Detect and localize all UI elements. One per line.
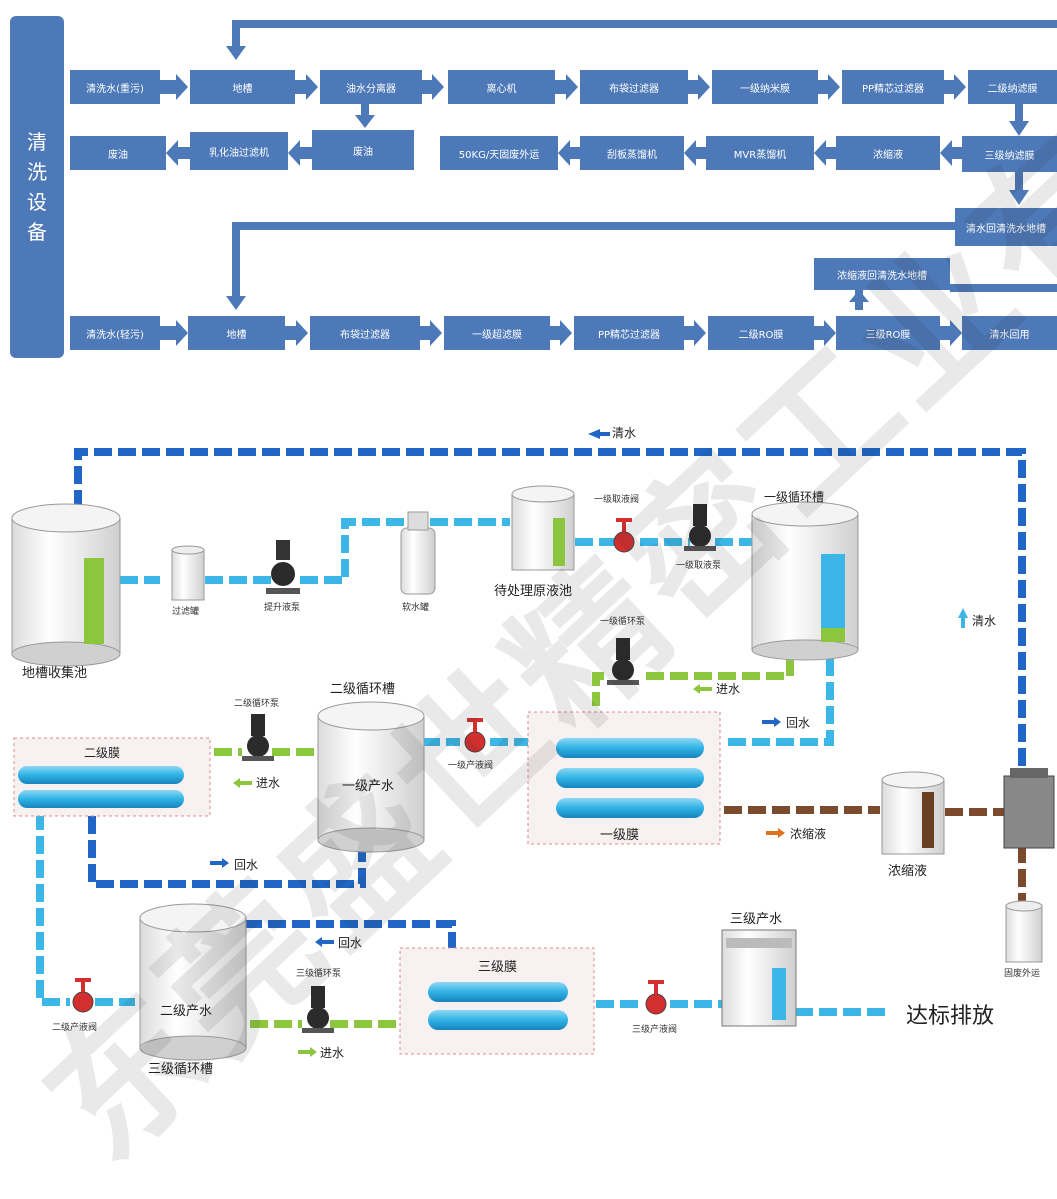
flow-box-bag-filter-1: 布袋过滤器: [580, 70, 688, 104]
tank3-inner-label: 二级产水: [160, 1004, 213, 1019]
tank2-inner-label: 一级产水: [342, 779, 395, 794]
flow-box-nf-membrane-2: 二级纳滤膜: [968, 70, 1057, 104]
membrane3-label: 三级膜: [478, 960, 518, 975]
flow-box-waste-oil-2: 废油: [312, 130, 414, 170]
clear-water-top-label: 清水: [612, 426, 637, 440]
lift-pump: [266, 540, 300, 594]
product-tank3-label: 三级产水: [730, 912, 783, 927]
flow-box-heavy-wash-water: 清洗水(重污): [70, 70, 160, 104]
clear-water-right-label: 清水: [972, 614, 997, 628]
blue-pipes: [36, 448, 1026, 1016]
concentrate-arrow-label: 浓缩液: [790, 827, 827, 841]
valve1-label: 一级取液阀: [594, 495, 640, 505]
flow-box-scraper-distiller: 刮板蒸馏机: [580, 136, 684, 170]
membrane-3-unit: [399, 947, 595, 1055]
solid-waste-label: 固废外运: [1004, 969, 1041, 979]
soft-tank-label: 软水罐: [402, 603, 430, 613]
flow-box-light-wash-water: 清洗水(轻污): [70, 316, 160, 350]
filter-tank: [171, 545, 205, 601]
circulation-tank-2: [317, 701, 425, 853]
pump-icons: [242, 504, 716, 1033]
membrane-2-unit: [13, 737, 211, 817]
cleaning-equipment-label: 清洗设备: [27, 130, 47, 244]
process-diagram: [11, 429, 1055, 1061]
valve-icons: [72, 518, 667, 1015]
flow-box-uf-membrane-1: 一级超滤膜: [444, 316, 550, 350]
flow-box-solid-waste: 50KG/天固废外运: [440, 136, 558, 170]
flow-box-nano-membrane-1: 一级纳米膜: [712, 70, 818, 104]
flow-box-sump-2: 地槽: [188, 316, 285, 350]
valve-prod2-label: 二级产液阀: [52, 1023, 98, 1033]
collect-pool-tank: [11, 503, 121, 667]
flow-box-pp-filter-1: PP精芯过滤器: [842, 70, 944, 104]
flow-box-clear-water-return: 清水回清洗水地槽: [955, 208, 1057, 246]
lift-pump-label: 提升液泵: [264, 603, 301, 613]
concentrate-tank-label: 浓缩液: [888, 864, 928, 879]
pump-circ1-label: 一级循环泵: [600, 617, 646, 627]
pump1-label: 一级取液泵: [676, 561, 722, 571]
filter-tank-label: 过滤罐: [172, 607, 200, 617]
raw-pool-label: 待处理原液池: [494, 584, 573, 599]
return-water1-label: 回水: [786, 716, 811, 730]
valve-prod3-label: 三级产液阀: [632, 1025, 678, 1035]
flow-box-ro-membrane-2: 二级RO膜: [708, 316, 814, 350]
in-water3-label: 进水: [320, 1046, 345, 1060]
flow-arrows: [210, 429, 968, 1057]
cleaning-equipment-box: 清洗设备: [10, 16, 64, 358]
soft-water-tank: [400, 511, 436, 595]
top-connector-lines: [160, 20, 1057, 346]
pump-circ2-label: 二级循环泵: [234, 699, 280, 709]
flow-box-ro-membrane-3: 三级RO膜: [836, 316, 940, 350]
membrane2-label: 二级膜: [84, 746, 121, 760]
return-water3-label: 回水: [338, 936, 363, 950]
flow-box-centrifuge: 离心机: [448, 70, 555, 104]
in-water1-label: 进水: [716, 682, 741, 696]
flow-box-concentrate: 浓缩液: [836, 136, 940, 170]
flow-box-oil-separator: 油水分离器: [320, 70, 422, 104]
mvr-machine: [1003, 768, 1055, 849]
valve-prod1-label: 一级产液阀: [448, 761, 494, 771]
collect-pool-label: 地槽收集池: [22, 666, 88, 681]
pump-circ3-label: 三级循环泵: [296, 969, 342, 979]
membrane-1-unit: [527, 711, 721, 845]
membrane1-label: 一级膜: [600, 828, 640, 843]
solid-waste-bin: [1005, 900, 1043, 963]
circulation-tank-3: [139, 903, 247, 1061]
flow-box-waste-oil-1: 废油: [70, 136, 166, 170]
tank3-label: 三级循环槽: [148, 1062, 214, 1077]
flow-box-mvr-distiller: MVR蒸馏机: [706, 136, 814, 170]
flow-box-clear-water-reuse: 清水回用: [962, 316, 1057, 350]
tank2-label: 二级循环槽: [330, 682, 396, 697]
flow-box-concentrate-return: 浓缩液回清洗水地槽: [814, 258, 950, 290]
flow-box-pp-filter-2: PP精芯过滤器: [574, 316, 684, 350]
flow-box-emulsion-filter: 乳化油过滤机: [190, 132, 288, 170]
green-pipes: [214, 658, 794, 1028]
tank1-label: 一级循环槽: [764, 490, 825, 504]
flow-box-sump-1: 地槽: [190, 70, 295, 104]
flow-box-nf-membrane-3: 三级纳滤膜: [962, 136, 1057, 172]
raw-liquid-pool: [511, 485, 575, 571]
discharge-label: 达标排放: [906, 1004, 995, 1029]
return-water2-label: 回水: [234, 858, 259, 872]
product-tank-3: [721, 929, 797, 1027]
circulation-tank-1: [751, 501, 859, 661]
concentrate-tank: [881, 771, 945, 855]
in-water2-label: 进水: [256, 776, 281, 790]
flow-box-bag-filter-2: 布袋过滤器: [310, 316, 420, 350]
brown-pipes: [724, 806, 1026, 906]
